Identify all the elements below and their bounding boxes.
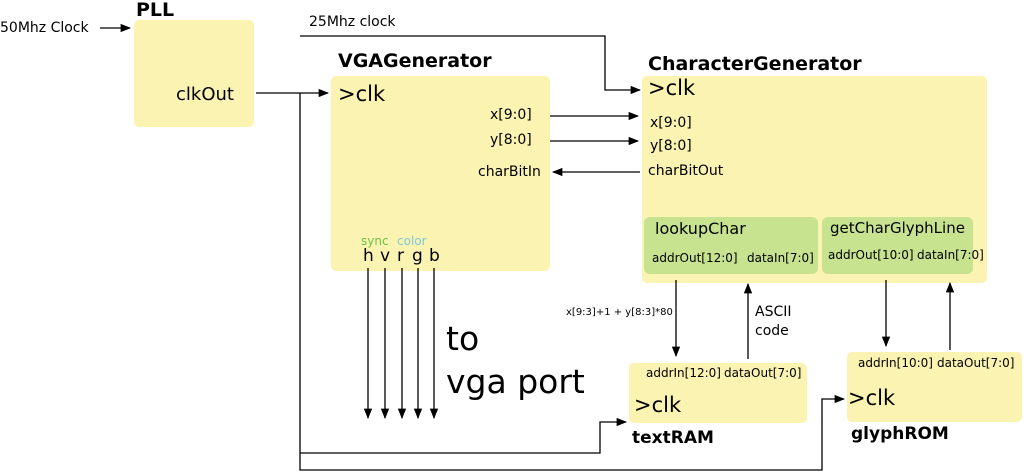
vga-char-bit-in-port: charBitIn: [478, 164, 541, 180]
textram-addr-in-port: addrIn[12:0]: [646, 366, 721, 380]
textram-clk-port: >clk: [634, 393, 682, 417]
cg-char-bit-out-port: charBitOut: [648, 163, 724, 179]
sync-label: sync: [361, 234, 389, 248]
clock-in-label: 50Mhz Clock: [0, 20, 89, 36]
vga-y-port: y[8:0]: [490, 132, 532, 148]
address-formula-label: x[9:3]+1 + y[8:3]*80: [566, 307, 673, 318]
glyphrom-clk-port: >clk: [848, 386, 896, 410]
v-out-label: v: [380, 246, 391, 266]
r-out-label: r: [397, 246, 404, 266]
glyph-line-title: getCharGlyphLine: [830, 219, 965, 237]
glyphrom-title: glyphROM: [851, 424, 949, 444]
vga-generator-title: VGAGenerator: [338, 50, 492, 72]
textram-data-out-port: dataOut[7:0]: [724, 366, 802, 380]
clock-25-label: 25Mhz clock: [309, 14, 396, 30]
glyphrom-addr-in-port: addrIn[10:0]: [858, 356, 933, 370]
to-label: to: [446, 319, 480, 358]
pll-block: [134, 20, 254, 127]
glyphrom-data-out-port: dataOut[7:0]: [937, 356, 1015, 370]
cg-y-port: y[8:0]: [650, 138, 692, 154]
code-label: code: [755, 323, 789, 339]
pll-clk-out-label: clkOut: [176, 84, 234, 105]
glyph-line-addr-out-port: addrOut[10:0]: [828, 248, 914, 262]
vga-generator-block: [331, 76, 550, 271]
text-ram-block: [629, 363, 807, 423]
vga-clk-port: >clk: [338, 82, 386, 106]
glyph-rom-block: [847, 352, 1022, 422]
lookup-char-title: lookupChar: [655, 219, 746, 238]
lookup-addr-out-port: addrOut[12:0]: [652, 251, 738, 265]
pll-title: PLL: [136, 0, 175, 21]
g-out-label: g: [412, 246, 423, 266]
textram-clk-wire: [300, 417, 628, 454]
textram-title: textRAM: [632, 428, 714, 448]
vga-x-port: x[9:0]: [490, 107, 532, 123]
clock-25-wire: [300, 35, 642, 95]
cg-clk-port: >clk: [648, 76, 696, 100]
clock-bus-wire: [299, 93, 846, 471]
color-label: color: [397, 234, 427, 248]
cg-x-port: x[9:0]: [650, 115, 692, 131]
get-char-glyph-line-block: [822, 217, 973, 274]
lookup-char-block: [644, 217, 818, 274]
character-generator-title: CharacterGenerator: [648, 53, 862, 75]
glyph-line-data-in-port: dataIn[7:0]: [917, 248, 984, 262]
h-out-label: h: [363, 246, 374, 266]
ascii-label: ASCII: [755, 304, 792, 320]
b-out-label: b: [429, 246, 440, 266]
lookup-data-in-port: dataIn[7:0]: [747, 251, 814, 265]
vga-port-label: vga port: [446, 362, 585, 401]
